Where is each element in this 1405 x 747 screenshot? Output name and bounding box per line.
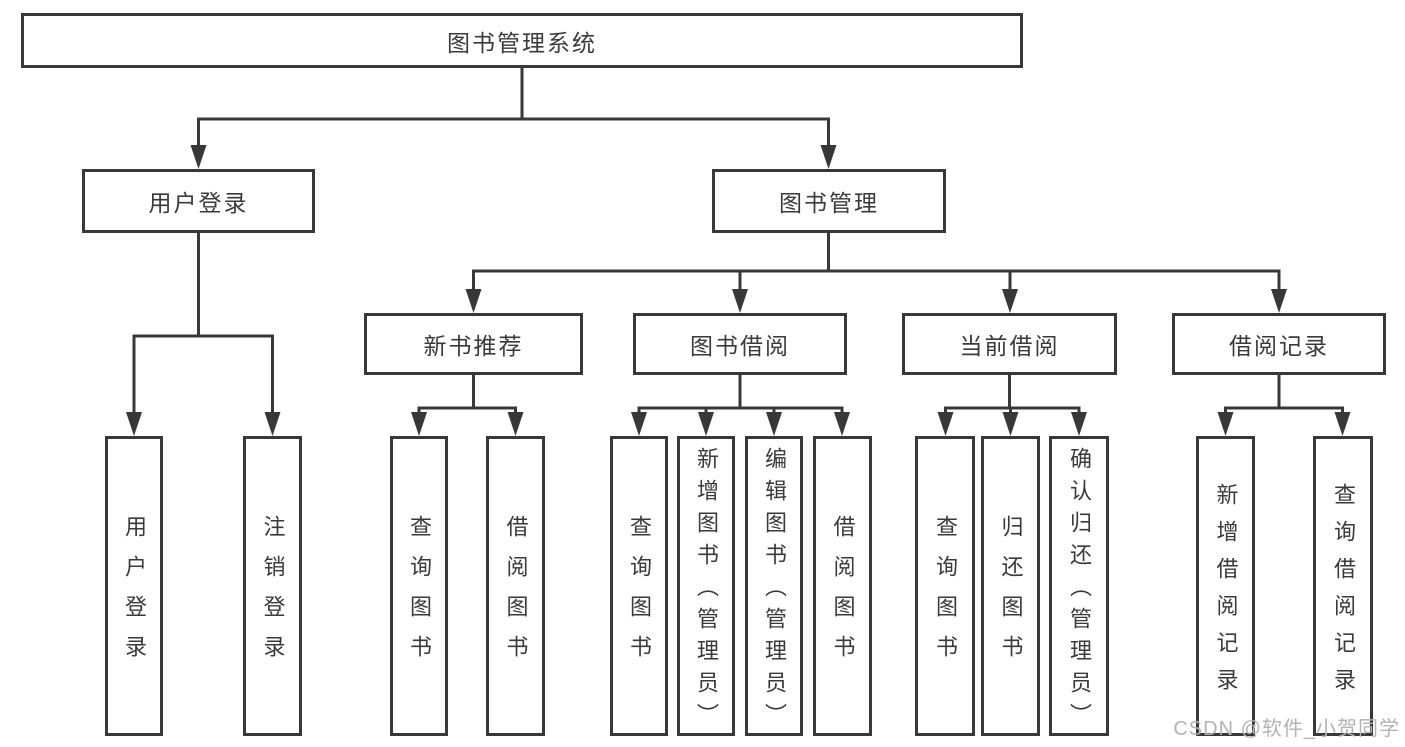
- leaf-label: 查询图书: [407, 515, 432, 675]
- leaf-query-books-borrow: 查询图书: [610, 436, 668, 736]
- edge-recommend-to-leaves: [417, 375, 517, 414]
- edge-borrow-to-leaves: [637, 375, 844, 414]
- leaf-label: 查询图书: [933, 515, 958, 675]
- leaf-label: 用户登录: [122, 515, 147, 675]
- leaf-logout: 注销登录: [243, 436, 302, 736]
- leaf-label: 借阅图书: [830, 515, 856, 675]
- edge-userlogin-to-leaves: [132, 233, 274, 414]
- leaf-user-login: 用户登录: [105, 436, 163, 736]
- leaf-query-borrow-record: 查询借阅记录: [1313, 436, 1373, 736]
- node-new-book-recommend: 新书推荐: [364, 313, 583, 375]
- edge-bookmgmt-to-level3: [472, 233, 1281, 292]
- leaf-label: 归还图书: [998, 515, 1024, 675]
- leaf-borrow-books: 借阅图书: [813, 436, 872, 736]
- node-root-system: 图书管理系统: [21, 13, 1023, 68]
- node-book-borrow: 图书借阅: [633, 313, 847, 375]
- leaf-query-books-recommend: 查询图书: [390, 436, 448, 736]
- node-book-management: 图书管理: [712, 169, 946, 233]
- leaf-label: 查询图书: [627, 515, 652, 675]
- node-borrow-records: 借阅记录: [1172, 313, 1386, 375]
- arrowhead-icons: [126, 145, 1351, 436]
- leaf-label: 注销登录: [260, 515, 286, 675]
- leaf-add-books-admin: 新增图书（管理员）: [677, 436, 735, 736]
- edge-records-to-leaves: [1224, 375, 1344, 414]
- leaf-label: 查询借阅记录: [1331, 482, 1356, 705]
- leaf-add-borrow-record: 新增借阅记录: [1196, 436, 1255, 736]
- leaf-label: 编辑图书（管理员）: [762, 447, 787, 735]
- edge-current-to-leaves: [944, 375, 1081, 414]
- edge-root-to-level2: [197, 68, 830, 147]
- leaf-label: 新增图书（管理员）: [694, 447, 719, 735]
- leaf-borrow-books-recommend: 借阅图书: [486, 436, 545, 736]
- node-user-login: 用户登录: [82, 169, 315, 233]
- leaf-label: 新增借阅记录: [1213, 482, 1239, 705]
- node-current-borrow: 当前借阅: [902, 313, 1117, 375]
- leaf-edit-books-admin: 编辑图书（管理员）: [745, 436, 803, 736]
- leaf-label: 确认归还（管理员）: [1067, 447, 1092, 735]
- leaf-label: 借阅图书: [503, 515, 529, 675]
- leaf-query-books-current: 查询图书: [915, 436, 975, 736]
- csdn-watermark: CSDN @软件_小贺同学: [1173, 718, 1400, 740]
- leaf-return-books: 归还图书: [981, 436, 1040, 736]
- leaf-confirm-return-admin: 确认归还（管理员）: [1049, 436, 1109, 736]
